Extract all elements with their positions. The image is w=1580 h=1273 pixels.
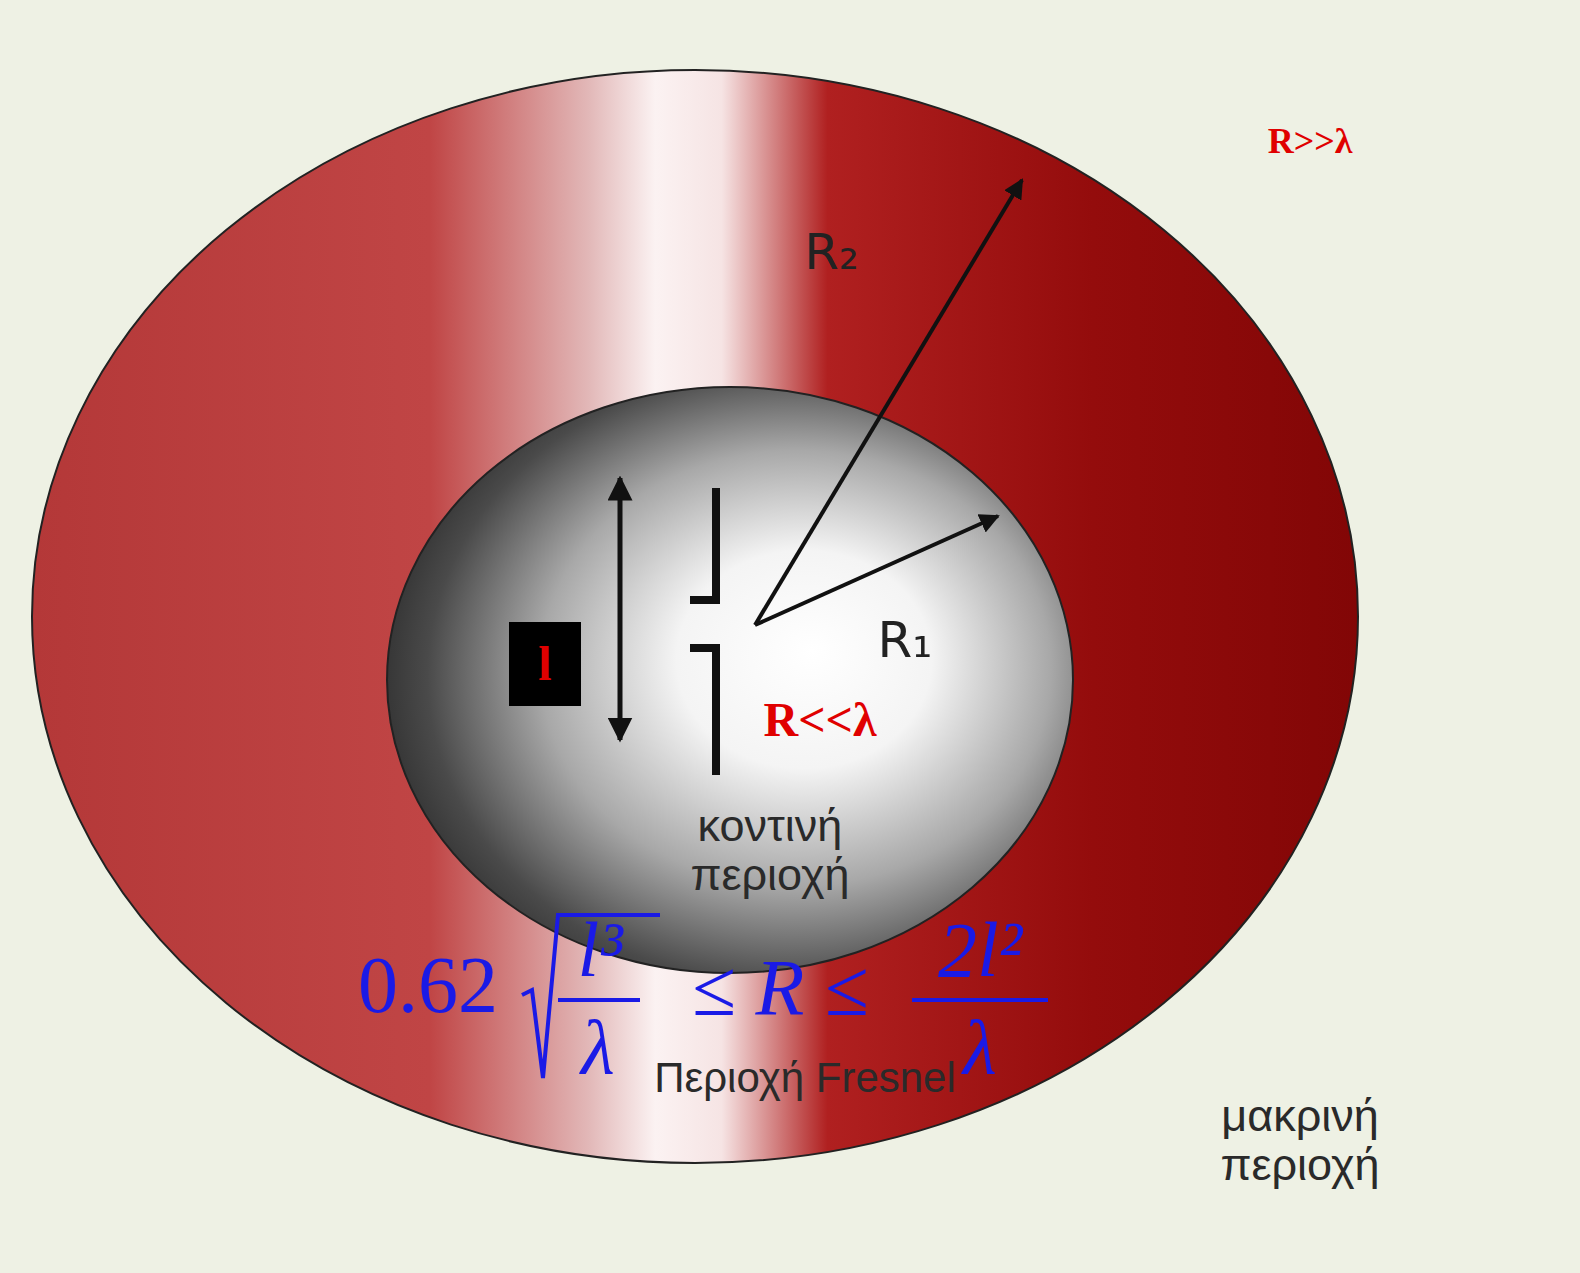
- formula-part: 2l²: [938, 907, 1022, 993]
- near-region: κοντινή περιοχή R<<λ: [385, 385, 1075, 975]
- fraction-bar: [912, 998, 1048, 1002]
- region-label: R₂: [805, 225, 860, 280]
- fraction-bar: [558, 998, 640, 1002]
- region-label: κοντινή περιοχή: [625, 801, 915, 900]
- r1-arrow: [755, 516, 998, 625]
- dipole-lower: [690, 648, 716, 775]
- r2-arrow: [755, 180, 1022, 625]
- formula-part: l³: [577, 907, 622, 993]
- formula-part: λ: [581, 1005, 615, 1091]
- formula-part: λ: [963, 1005, 997, 1091]
- formula-part: 0.62: [358, 941, 498, 1029]
- region-label: R>>λ: [1268, 122, 1353, 162]
- length-arrow: [618, 478, 623, 740]
- region-label: μακρινή περιοχή: [1200, 1091, 1400, 1190]
- region-label: R₁: [878, 613, 933, 668]
- region-label: Περιοχή Fresnel: [654, 1055, 956, 1101]
- dipole-upper: [690, 488, 716, 600]
- formula-part: ≤ R ≤: [692, 944, 869, 1032]
- region-label: R<<λ: [764, 694, 877, 747]
- length-label: l: [509, 622, 581, 706]
